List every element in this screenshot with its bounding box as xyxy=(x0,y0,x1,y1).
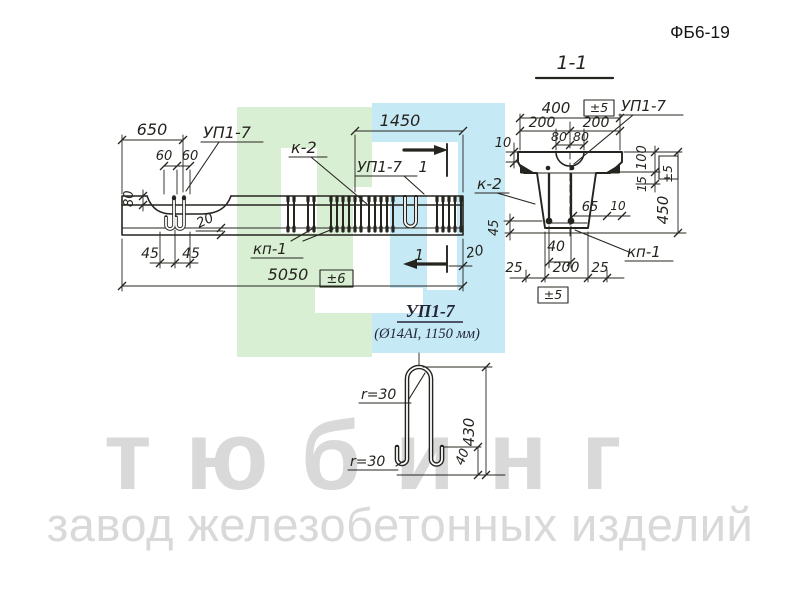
label-k2: к-2 xyxy=(291,138,317,157)
detail-title: УП1-7 xyxy=(405,301,455,321)
end-recess-curve xyxy=(146,195,232,215)
kp1-bar-dot xyxy=(545,217,553,225)
stirrup-in-section xyxy=(547,172,573,225)
watermark: тюбинг завод железобетонных изделий xyxy=(47,401,754,551)
logo-cutout xyxy=(281,148,317,233)
dim-15: 15 xyxy=(634,176,649,192)
document-code: ФБ6-19 xyxy=(670,22,730,42)
tolerance-box xyxy=(537,286,569,304)
dim-100: 100 xyxy=(635,145,650,170)
dim-45-lines xyxy=(149,229,199,269)
hook-top-dot xyxy=(171,195,177,201)
tol-right: ±5 xyxy=(661,165,675,183)
section-view: 1-1 400 ±5 200 200 80 80 10 УП1-7 к-2 xyxy=(474,52,687,304)
factory-logo xyxy=(237,103,505,357)
dim-40-section: 40 xyxy=(547,239,565,255)
dim-45-b: 45 xyxy=(182,246,200,262)
dim-80-b: 80 xyxy=(573,129,589,144)
dim-r30-top: r=30 xyxy=(361,387,396,403)
dim-10-web: 10 xyxy=(610,199,626,213)
label-kp1-leader xyxy=(250,228,334,259)
dim-200-c: 200 xyxy=(553,260,580,276)
dim-5050: 5050 xyxy=(268,265,309,284)
section-label-k2: к-2 xyxy=(477,175,502,193)
dim-r30-bottom: r=30 xyxy=(350,454,385,470)
label-up17-mid: УП1-7 xyxy=(357,158,402,176)
label-k2-leader xyxy=(288,156,368,205)
section-up17-leader xyxy=(573,114,684,165)
r30-bottom-leader xyxy=(347,460,405,471)
stirrup-bars xyxy=(287,197,462,231)
dim-40-detail: 40 xyxy=(453,447,473,468)
dim-430: 430 xyxy=(460,418,478,447)
dim-20-end: 20 xyxy=(465,243,486,262)
cut-label-bottom: 1 xyxy=(414,246,424,264)
tolerance-box xyxy=(658,155,679,180)
dim-450: 450 xyxy=(654,196,672,225)
dim-1450-lines xyxy=(354,130,464,193)
dim-200-a: 200 xyxy=(529,115,556,131)
dim-25-b: 25 xyxy=(591,260,608,276)
dim-20-notch: 20 xyxy=(194,210,216,232)
dim-650-lines xyxy=(121,134,184,195)
logo-cutout xyxy=(353,187,390,290)
dim-40-lines xyxy=(548,225,572,269)
cut-label-top: 1 xyxy=(418,158,428,176)
dim-650: 650 xyxy=(137,120,168,139)
top-rebar-dot xyxy=(569,165,575,171)
dim-200-b: 200 xyxy=(583,115,610,131)
section-k2-leader xyxy=(474,192,536,205)
label-up17-top: УП1-7 xyxy=(203,123,252,142)
section-title: 1-1 xyxy=(556,52,587,74)
dim-45-left-lines xyxy=(503,213,543,241)
dim-45-a: 45 xyxy=(141,246,159,262)
r30-top-leader xyxy=(358,372,426,404)
dim-430-lines xyxy=(396,366,506,476)
label-up17-mid-leader xyxy=(354,175,425,195)
dim-45-section: 45 xyxy=(487,219,502,236)
tol-400: ±5 xyxy=(590,100,608,115)
dim-80: 80 xyxy=(122,190,137,207)
tolerance-box xyxy=(319,269,354,288)
watermark-subtitle: завод железобетонных изделий xyxy=(47,498,754,551)
dim-60-a: 60 xyxy=(156,149,173,164)
anchor-hook-bars xyxy=(164,195,186,231)
tol-bottom: ±5 xyxy=(544,287,562,302)
hook-top-dot xyxy=(181,195,187,201)
dim-60-lines xyxy=(163,165,191,195)
dim-65: 65 xyxy=(582,200,599,215)
dim-40-detail-lines xyxy=(443,446,482,476)
watermark-title: тюбинг xyxy=(104,401,656,510)
cut-arrowhead-top xyxy=(434,145,448,155)
tol-5050: ±6 xyxy=(326,272,345,287)
section-label-kp1: кп-1 xyxy=(627,243,661,261)
dim-400: 400 xyxy=(542,99,571,117)
dim-10-left: 10 xyxy=(495,136,512,151)
dim-60-b: 60 xyxy=(182,149,199,164)
stirrup-end-dots xyxy=(286,195,463,233)
dim-25-a: 25 xyxy=(505,260,522,276)
flange-hatch-right xyxy=(605,164,620,173)
dim-bottom-lines xyxy=(509,231,625,283)
logo-cutout xyxy=(315,288,423,313)
label-up17-top-leader xyxy=(185,141,264,192)
bar-detail: УП1-7 (Ø14АI, 1150 мм) r=30 r=30 430 40 xyxy=(347,301,506,480)
dim-5050-lines xyxy=(121,238,464,292)
section-kp1-leader xyxy=(574,229,674,262)
flange-hatch-left xyxy=(520,164,535,173)
beam-outline xyxy=(121,195,464,236)
top-rebar-dot xyxy=(545,165,551,171)
cut-arrowhead-bottom xyxy=(403,259,417,269)
label-kp1: кп-1 xyxy=(253,240,287,258)
section-label-up17: УП1-7 xyxy=(621,97,666,115)
dim-1450: 1450 xyxy=(380,111,421,130)
dim-80-a: 80 xyxy=(551,129,567,144)
elevation-view: 650 60 60 80 1450 УП1-7 к-2 УП1-7 1 1 кп… xyxy=(117,111,486,292)
detail-spec: (Ø14АI, 1150 мм) xyxy=(374,326,480,342)
section-right-dim-lines xyxy=(611,145,683,234)
tolerance-box xyxy=(583,99,615,117)
